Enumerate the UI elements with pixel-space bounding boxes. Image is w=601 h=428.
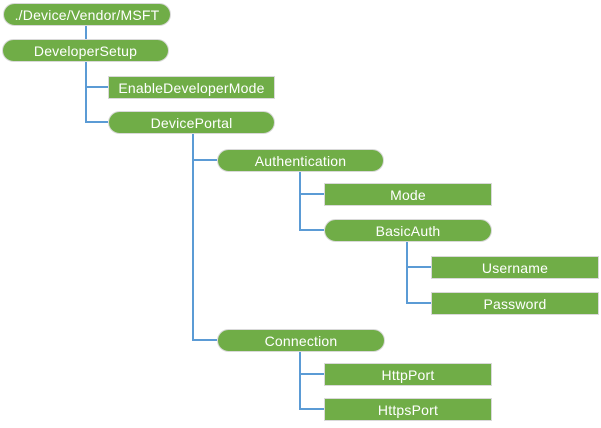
tree-node-label: DevicePortal xyxy=(150,114,233,131)
connector-deviceportal-trunk xyxy=(192,134,194,341)
tree-node-label: Connection xyxy=(264,332,338,349)
connector-branch-mode xyxy=(300,193,324,195)
tree-node-msft: ./Device/Vendor/MSFT xyxy=(3,3,171,26)
tree-node-basic-auth: BasicAuth xyxy=(324,219,492,242)
tree-node-label: Mode xyxy=(390,186,426,203)
connector-branch-httpsport xyxy=(300,408,324,410)
tree-node-label: Username xyxy=(481,259,549,276)
connector-basicauth-trunk xyxy=(406,242,408,304)
tree-node-password: Password xyxy=(431,292,599,315)
connector-authentication-trunk xyxy=(299,172,301,231)
tree-node-label: ./Device/Vendor/MSFT xyxy=(14,6,160,23)
tree-node-label: DeveloperSetup xyxy=(33,42,138,59)
tree-node-developer-setup: DeveloperSetup xyxy=(2,39,169,62)
connector-branch-username xyxy=(407,266,431,268)
tree-node-label: EnableDeveloperMode xyxy=(118,79,265,96)
tree-node-username: Username xyxy=(431,256,599,279)
tree-node-authentication: Authentication xyxy=(217,149,384,172)
tree-node-label: Authentication xyxy=(254,152,347,169)
connector-branch-httpport xyxy=(300,373,324,375)
tree-node-label: HttpPort xyxy=(381,366,435,383)
tree-node-label: Password xyxy=(483,295,547,312)
tree-node-mode: Mode xyxy=(324,183,492,206)
connector-developersetup-trunk xyxy=(85,62,87,123)
tree-node-label: HttpsPort xyxy=(377,401,439,418)
tree-node-label: BasicAuth xyxy=(375,222,441,239)
connector-connection-trunk xyxy=(299,352,301,410)
connector-branch-connection xyxy=(193,339,217,341)
tree-node-http-port: HttpPort xyxy=(324,363,492,386)
tree-node-enable-developer-mode: EnableDeveloperMode xyxy=(108,76,275,99)
connector-branch-password xyxy=(407,302,431,304)
tree-node-https-port: HttpsPort xyxy=(324,398,492,421)
connector-branch-basicauth xyxy=(300,229,324,231)
connector-branch-enabledevelopermode xyxy=(86,86,108,88)
tree-node-connection: Connection xyxy=(217,329,385,352)
connector-msft-to-developersetup xyxy=(85,26,87,39)
connector-branch-deviceportal xyxy=(86,121,108,123)
tree-node-device-portal: DevicePortal xyxy=(108,111,275,134)
connector-branch-authentication xyxy=(193,159,217,161)
